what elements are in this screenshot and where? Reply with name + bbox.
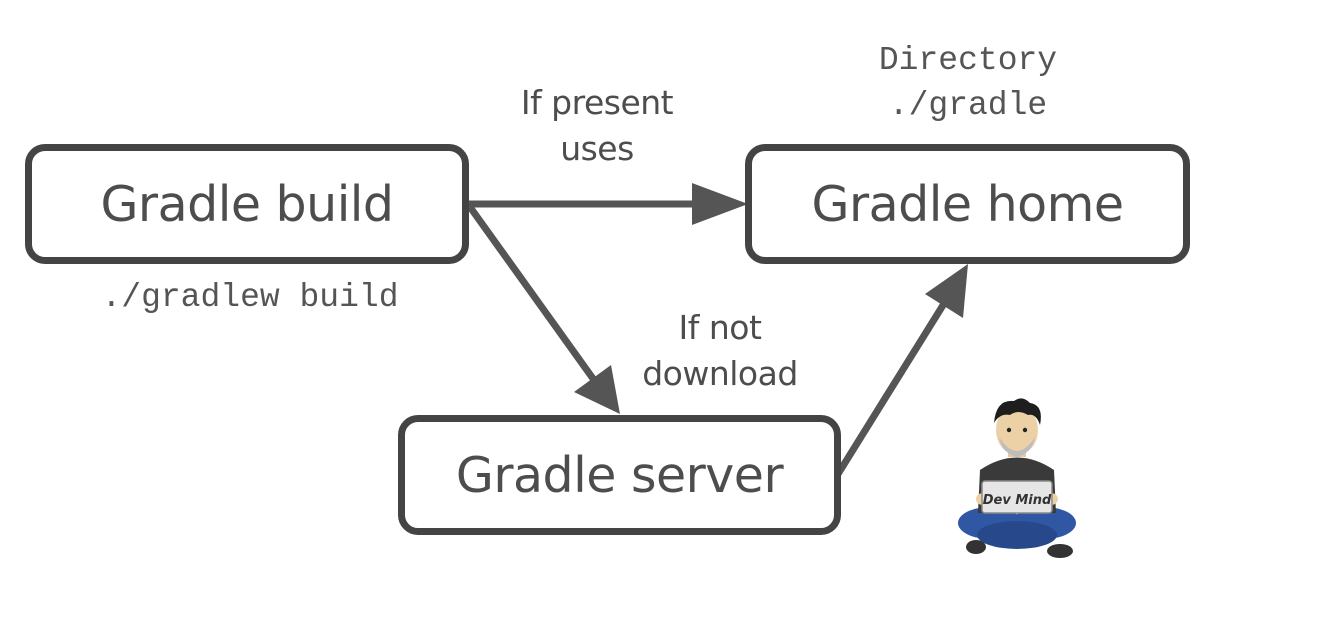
arrow-build-to-server-head <box>574 365 620 414</box>
node-gradle-build: Gradle build <box>25 144 469 264</box>
mascot-laptop-text: Dev Mind <box>983 493 1052 508</box>
directory-caption: Directory ./gradle <box>818 38 1118 128</box>
devmind-mascot-illustration: Dev Mind <box>958 398 1076 558</box>
edge-label-if-present: If present uses <box>497 80 697 172</box>
edge-label-if-present-line1: If present <box>520 83 674 122</box>
edge-label-if-not-line2: download <box>642 354 798 393</box>
directory-caption-path: ./gradle <box>888 87 1048 124</box>
node-gradle-home: Gradle home <box>745 144 1190 264</box>
arrow-build-to-server-line <box>467 204 597 383</box>
node-gradle-server: Gradle server <box>398 415 841 535</box>
arrow-server-to-home-head <box>925 264 968 318</box>
node-gradle-home-label: Gradle home <box>811 175 1125 233</box>
arrow-server-to-home-line <box>835 300 948 476</box>
node-gradle-build-label: Gradle build <box>100 175 394 233</box>
node-gradle-server-label: Gradle server <box>455 446 784 504</box>
build-command-caption: ./gradlew build <box>101 279 399 316</box>
edge-label-if-present-line2: uses <box>560 129 634 168</box>
edge-label-if-not: If not download <box>620 305 820 397</box>
directory-caption-title: Directory <box>878 42 1058 79</box>
arrow-build-to-home-head <box>692 183 748 225</box>
edge-label-if-not-line1: If not <box>678 308 762 347</box>
